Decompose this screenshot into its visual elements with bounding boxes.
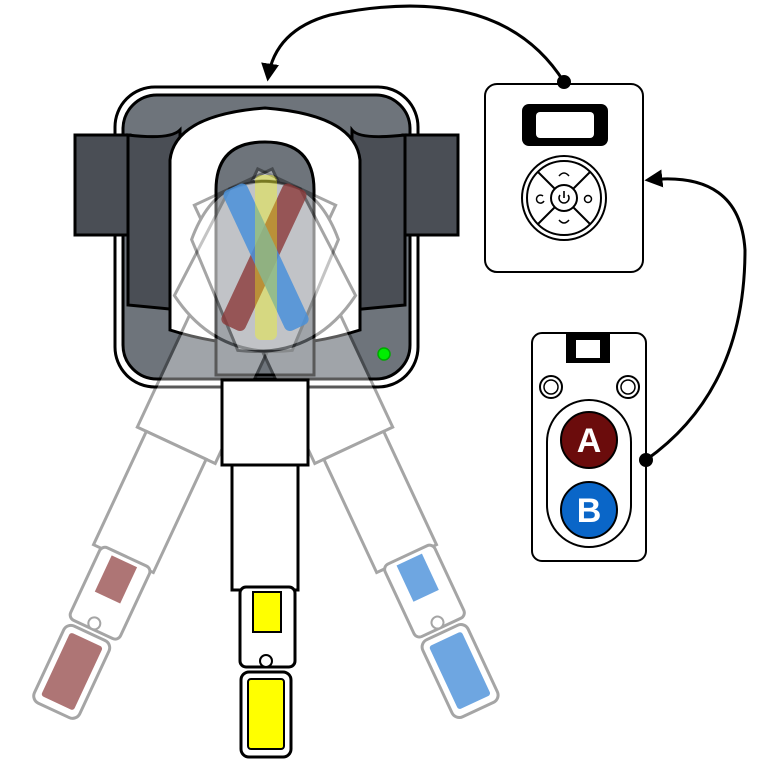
button-b[interactable]: B [560, 481, 618, 539]
back-icon [535, 194, 545, 204]
band-blue [223, 183, 491, 709]
right-strap [401, 133, 460, 237]
down-icon [558, 219, 570, 224]
button-to-remote-arrow [644, 169, 747, 462]
status-led [377, 347, 391, 361]
button-b-label: B [577, 492, 602, 530]
power-icon [558, 191, 570, 204]
ok-icon [583, 194, 593, 204]
left-strap [73, 133, 132, 237]
button-a[interactable]: A [560, 411, 618, 469]
arm-center [220, 378, 310, 759]
button-module: A B [531, 332, 647, 562]
up-icon [558, 172, 570, 177]
band-yellow [255, 175, 277, 340]
button-a-label: A [577, 422, 602, 460]
remote-control [484, 83, 644, 273]
remote-to-device-arrow [261, 4, 566, 83]
